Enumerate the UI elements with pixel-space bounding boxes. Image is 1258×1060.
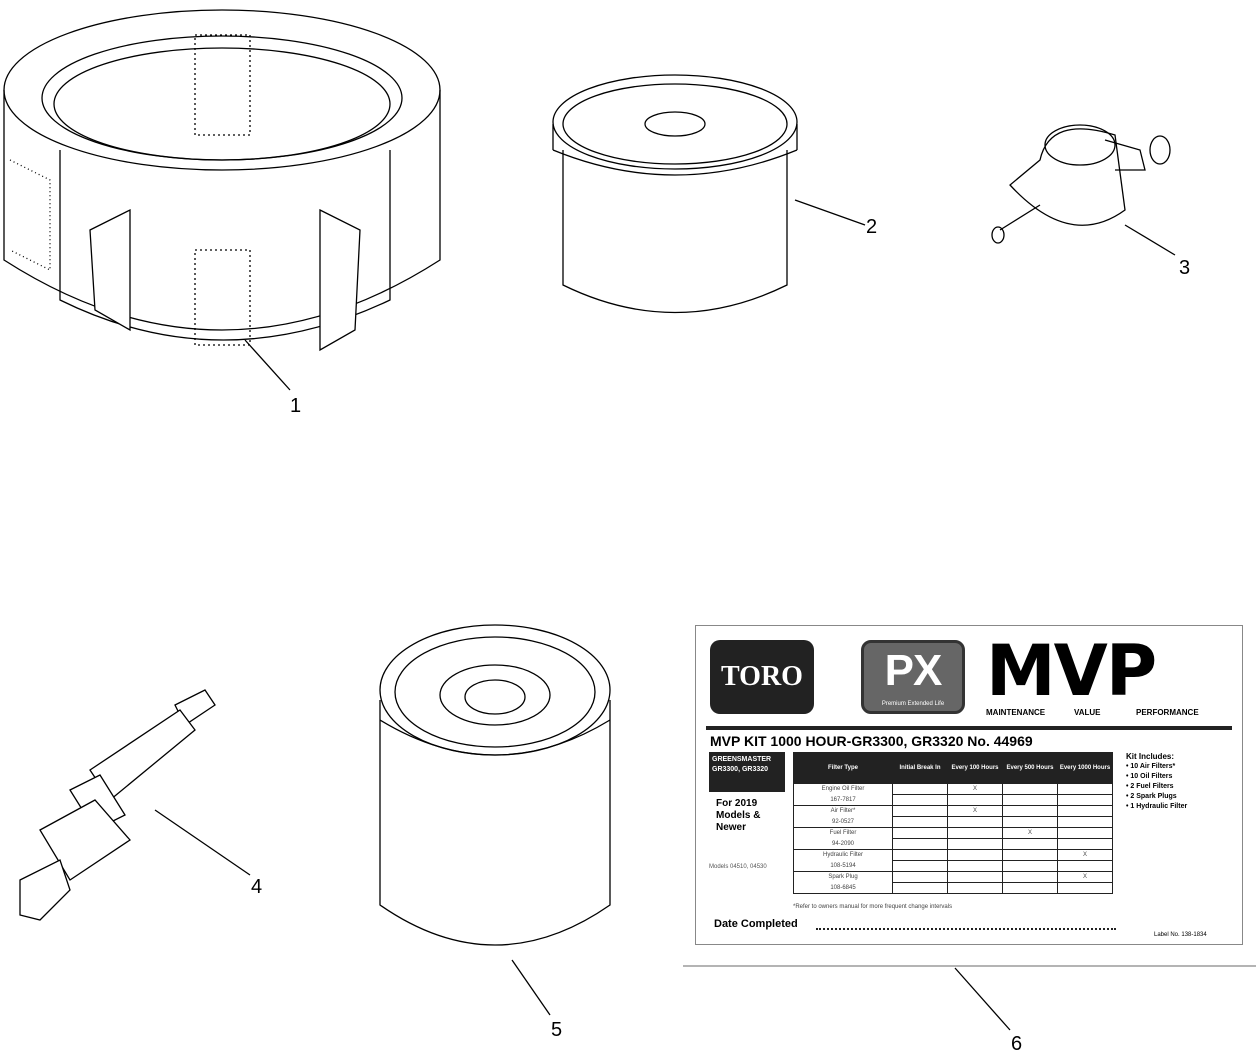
table-row: 92-0527 bbox=[793, 816, 1113, 828]
interval-mark: X bbox=[1057, 849, 1113, 861]
interval-mark bbox=[947, 849, 1003, 861]
column-header: Initial Break In bbox=[892, 752, 948, 784]
blank-cell bbox=[1057, 794, 1113, 806]
spark-plug-icon bbox=[19, 689, 216, 921]
filter-name: Fuel Filter bbox=[793, 827, 893, 839]
mvp-word-value: VALUE bbox=[1074, 708, 1101, 717]
label-number: Label No. 138-1834 bbox=[1154, 932, 1207, 938]
blank-cell bbox=[892, 838, 948, 850]
table-row: 108-6845 bbox=[793, 882, 1113, 894]
table-row: Fuel Filter X bbox=[793, 827, 1113, 839]
mvp-word-maintenance: MAINTENANCE bbox=[986, 708, 1046, 717]
table-row: 94-2090 bbox=[793, 838, 1113, 850]
column-header: Filter Type bbox=[793, 752, 893, 784]
interval-mark bbox=[1057, 805, 1113, 817]
part-number: 92-0527 bbox=[793, 816, 893, 828]
blank-cell bbox=[947, 838, 1003, 850]
blank-cell bbox=[1057, 816, 1113, 828]
callout-4: 4 bbox=[251, 876, 263, 898]
column-header: Every 1000 Hours bbox=[1057, 752, 1113, 784]
blank-cell bbox=[892, 882, 948, 894]
table-row: 167-7817 bbox=[793, 794, 1113, 806]
interval-mark bbox=[947, 827, 1003, 839]
callout-1: 1 bbox=[290, 395, 302, 417]
interval-mark: X bbox=[947, 783, 1003, 795]
air-filter-icon bbox=[3, 9, 441, 352]
interval-mark bbox=[1057, 827, 1113, 839]
column-header: Every 100 Hours bbox=[947, 752, 1003, 784]
px-logo: PX Premium Extended Life bbox=[861, 640, 965, 714]
px-logo-subtitle: Premium Extended Life bbox=[881, 701, 945, 707]
schedule-table: Filter Type Initial Break In Every 100 H… bbox=[793, 752, 1113, 894]
blank-cell bbox=[1057, 860, 1113, 872]
table-row: 108-5194 bbox=[793, 860, 1113, 872]
interval-mark bbox=[1057, 783, 1113, 795]
toro-logo: TORO bbox=[710, 640, 814, 714]
blank-cell bbox=[947, 860, 1003, 872]
blank-cell bbox=[1002, 816, 1058, 828]
date-completed: Date Completed bbox=[714, 918, 798, 930]
table-row: Hydraulic Filter X bbox=[793, 849, 1113, 861]
interval-mark bbox=[1002, 871, 1058, 883]
mvp-word-performance: PERFORMANCE bbox=[1136, 708, 1199, 717]
blank-cell bbox=[1057, 882, 1113, 894]
interval-mark bbox=[892, 849, 948, 861]
interval-mark bbox=[892, 827, 948, 839]
blank-cell bbox=[1002, 794, 1058, 806]
interval-mark bbox=[892, 783, 948, 795]
divider bbox=[706, 726, 1232, 730]
blank-cell bbox=[892, 794, 948, 806]
column-header: Every 500 Hours bbox=[1002, 752, 1058, 784]
interval-mark bbox=[1002, 805, 1058, 817]
callout-3: 3 bbox=[1179, 257, 1191, 279]
blank-cell bbox=[947, 794, 1003, 806]
interval-mark bbox=[947, 871, 1003, 883]
filter-name: Engine Oil Filter bbox=[793, 783, 893, 795]
greensmaster-box: GREENSMASTER GR3300, GR3320 bbox=[709, 752, 785, 792]
interval-mark bbox=[892, 871, 948, 883]
blank-cell bbox=[1002, 838, 1058, 850]
part-number: 167-7817 bbox=[793, 794, 893, 806]
interval-mark bbox=[1002, 783, 1058, 795]
blank-cell bbox=[947, 816, 1003, 828]
footnote: *Refer to owners manual for more frequen… bbox=[793, 904, 953, 910]
maintenance-label-decal: TORO PX Premium Extended Life MVP MAINTE… bbox=[695, 625, 1243, 945]
blank-cell bbox=[1002, 882, 1058, 894]
leader-lines bbox=[154, 199, 1176, 1031]
kit-includes: Kit Includes: • 10 Air Filters* • 10 Oil… bbox=[1126, 752, 1188, 810]
part-number: 94-2090 bbox=[793, 838, 893, 850]
interval-mark bbox=[1002, 849, 1058, 861]
blank-cell bbox=[892, 860, 948, 872]
callout-5: 5 bbox=[551, 1019, 563, 1041]
interval-mark: X bbox=[947, 805, 1003, 817]
blank-cell bbox=[947, 882, 1003, 894]
mvp-logo: MVP bbox=[986, 630, 1157, 712]
blank-cell bbox=[1002, 860, 1058, 872]
oil-filter-icon bbox=[552, 74, 798, 314]
filter-name: Hydraulic Filter bbox=[793, 849, 893, 861]
hydraulic-filter-icon bbox=[379, 624, 611, 946]
models-text: Models 04510, 04530 bbox=[709, 864, 767, 870]
callout-6: 6 bbox=[1011, 1033, 1023, 1055]
table-row: Engine Oil Filter X bbox=[793, 783, 1113, 795]
blank-cell bbox=[892, 816, 948, 828]
part-number: 108-5194 bbox=[793, 860, 893, 872]
date-line bbox=[816, 928, 1116, 930]
for-models-text: For 2019 Models & Newer bbox=[716, 798, 761, 833]
kit-title: MVP KIT 1000 HOUR-GR3300, GR3320 No. 449… bbox=[710, 733, 1033, 749]
interval-mark bbox=[892, 805, 948, 817]
filter-name: Air Filter* bbox=[793, 805, 893, 817]
interval-mark: X bbox=[1057, 871, 1113, 883]
table-row: Spark Plug X bbox=[793, 871, 1113, 883]
px-logo-text: PX bbox=[884, 646, 943, 695]
interval-mark: X bbox=[1002, 827, 1058, 839]
part-number: 108-6845 bbox=[793, 882, 893, 894]
blank-cell bbox=[1057, 838, 1113, 850]
callout-2: 2 bbox=[866, 216, 878, 238]
fuel-filter-icon bbox=[991, 124, 1171, 244]
table-row: Air Filter* X bbox=[793, 805, 1113, 817]
filter-name: Spark Plug bbox=[793, 871, 893, 883]
